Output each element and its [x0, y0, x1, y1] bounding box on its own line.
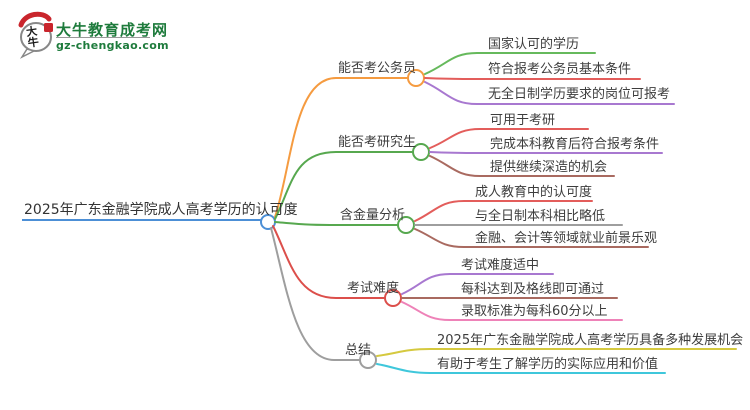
- child-line-basic-conditions: [424, 77, 641, 80]
- child-label-non-fulltime-posts: 无全日制学历要求的岗位可报考: [488, 87, 671, 102]
- child-label-usable-for-kaoyan: 可用于考研: [490, 113, 556, 128]
- branch-line-gold-content: [274, 221, 398, 226]
- branch-line-civil-servant: [274, 77, 408, 218]
- child-line-moderate-difficulty: [401, 273, 554, 295]
- child-line-practical-value: [376, 363, 666, 374]
- child-label-adult-edu-recognition: 成人教育中的认可度: [475, 185, 593, 200]
- root-topic-label: 2025年广东金融学院成人高考学历的认可度: [24, 202, 298, 218]
- branch-line-exam-difficulty: [272, 225, 385, 299]
- logo-seal-icon: [44, 23, 53, 32]
- child-line-usable-for-kaoyan: [429, 128, 589, 149]
- child-line-admission-standard: [401, 301, 623, 321]
- branch-label-exam-difficulty: 考试难度: [347, 281, 400, 296]
- child-line-further-study: [429, 155, 615, 177]
- child-line-employment-outlook: [414, 228, 649, 248]
- child-label-admission-standard: 录取标准为每科60分以上: [461, 304, 608, 319]
- branch-label-civil-servant: 能否考公务员: [338, 61, 417, 76]
- child-label-vs-fulltime: 与全日制本科相比略低: [475, 209, 606, 224]
- child-line-state-recognized: [424, 52, 596, 75]
- branch-label-postgraduate: 能否考研究生: [338, 135, 417, 150]
- branch-line-postgraduate: [274, 151, 413, 220]
- branch-label-summary: 总结: [345, 343, 372, 358]
- logo-speech-bubble: [20, 22, 52, 52]
- logo-title: 大牛教育成考网: [56, 21, 169, 39]
- child-label-moderate-difficulty: 考试难度适中: [461, 258, 540, 273]
- child-label-further-study: 提供继续深造的机会: [490, 160, 608, 175]
- child-label-basic-conditions: 符合报考公务员基本条件: [488, 62, 632, 77]
- child-line-after-bachelor: [429, 151, 663, 154]
- branch-node-circle-summary: [359, 351, 377, 369]
- child-line-development-opportunities: [376, 348, 737, 357]
- child-label-after-bachelor: 完成本科教育后符合报考条件: [490, 137, 660, 152]
- logo-bubble-text: 大牛: [25, 24, 40, 50]
- child-label-pass-line: 每科达到及格线即可通过: [461, 282, 605, 297]
- child-label-state-recognized: 国家认可的学历: [488, 37, 580, 52]
- child-label-practical-value: 有助于考生了解学历的实际应用和价值: [437, 357, 659, 372]
- logo-bubble-tail: [19, 48, 37, 59]
- branch-line-summary: [270, 227, 360, 361]
- child-label-employment-outlook: 金融、会计等领域就业前景乐观: [475, 231, 658, 246]
- branch-label-gold-content: 含金量分析: [340, 208, 406, 223]
- child-label-development-opportunities: 2025年广东金融学院成人高考学历具备多种发展机会: [437, 333, 744, 348]
- logo-subtitle: gz-chengkao.com: [56, 39, 169, 52]
- child-line-adult-edu-recognition: [414, 200, 593, 222]
- logo-hat-arc: [18, 11, 52, 28]
- child-line-non-fulltime-posts: [424, 81, 675, 105]
